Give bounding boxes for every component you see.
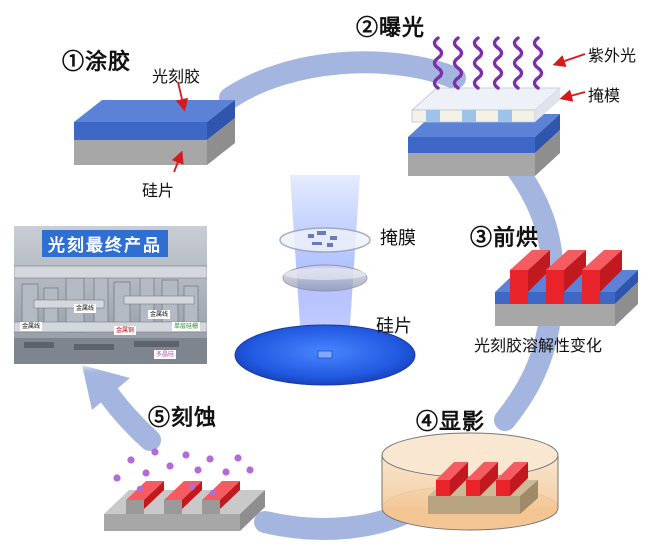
exposure-block [408,36,586,176]
chip-tag: 金属铜 [114,326,137,335]
chip-tag: 金属线 [20,322,43,331]
photoresist-label: 光刻胶 [152,67,201,86]
uv-light-waves [432,36,544,90]
chip-tag: 多晶硅 [154,350,177,359]
step-coat-label: ①涂胶 [62,49,132,75]
step-expose-label: ②曝光 [356,15,426,41]
ring-arc-coat-expose [219,51,466,109]
baked-block [495,250,638,326]
center-mask-label: 掩膜 [380,228,416,249]
coated-wafer-block [74,81,235,173]
step-develop-label: ④显影 [416,409,486,435]
etch-particles [113,448,254,497]
uv-light-label: 紫外光 [588,46,637,65]
center-wafer-label: 硅片 [376,316,412,337]
ring-arrow-head [82,365,130,410]
mask-label: 掩模 [588,86,621,105]
step-etch-label: ⑤刻蚀 [148,405,218,431]
etched-block [104,448,265,531]
chip-tag: 金属线 [148,310,171,319]
final-product-title: 光刻最终产品 [42,230,168,257]
final-product-image: 光刻最终产品 金属线 金属线 金属铜 金属线 单层硅栅 多晶硅 [14,226,207,364]
develop-dish [381,432,559,531]
step-bake-label: ③前烘 [470,225,540,251]
wafer-label: 硅片 [142,181,175,200]
chip-tag: 单层硅栅 [172,322,201,331]
solubility-change-label: 光刻胶溶解性变化 [474,336,603,355]
optics-illustration [234,175,416,386]
chip-tag: 金属线 [74,304,97,313]
